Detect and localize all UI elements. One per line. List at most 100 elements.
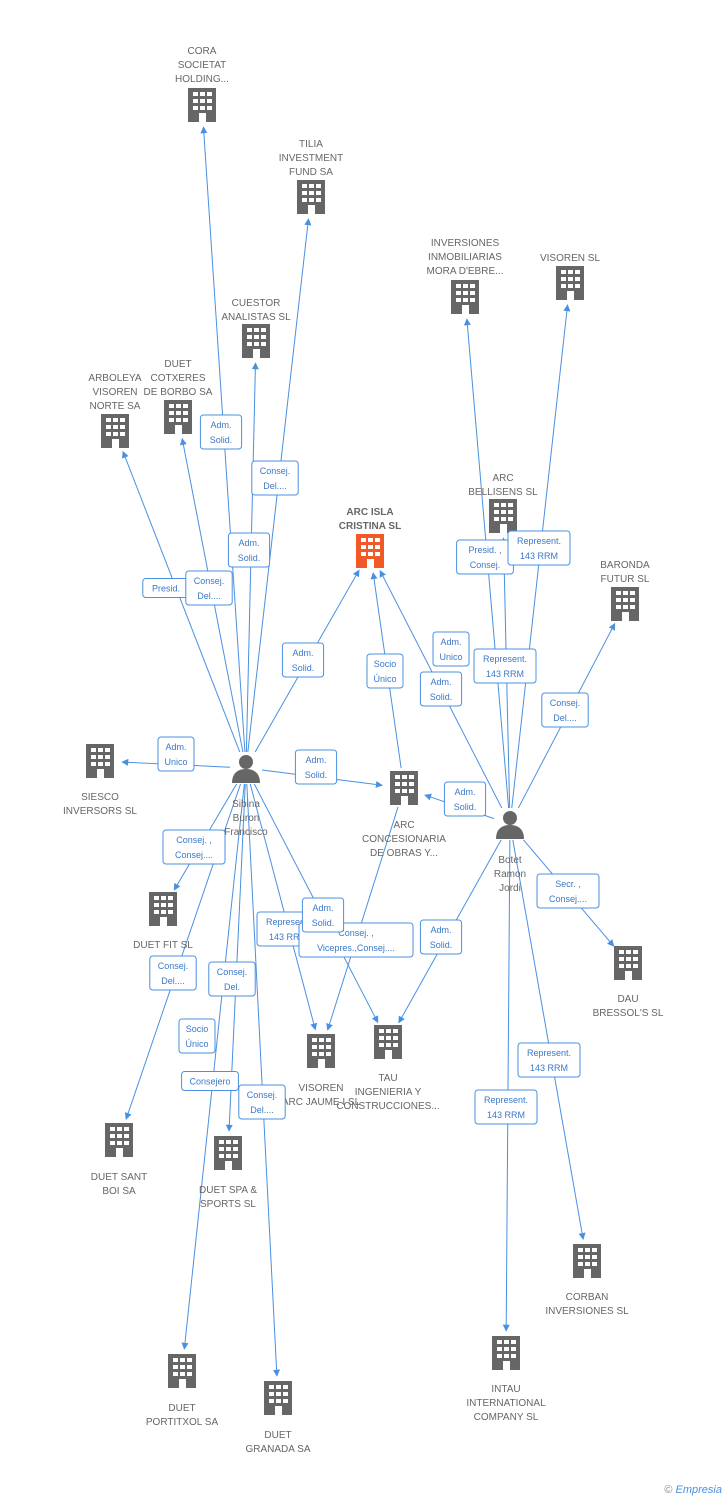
relation-text: Del.... — [553, 713, 577, 723]
company-node-visoren-sl[interactable]: VISOREN SL — [540, 253, 600, 300]
relation-text: Adm. — [210, 420, 231, 430]
relation-text: Socio — [374, 659, 397, 669]
relation-text: Solid. — [238, 553, 261, 563]
relation-label-r22[interactable]: Adm.Solid. — [301, 897, 345, 933]
relation-label-r6[interactable]: Adm.Solid. — [281, 642, 325, 678]
relation-label-r13[interactable]: Represent.143 RRM — [473, 648, 537, 684]
node-label-line: DAU — [617, 994, 638, 1005]
node-label-line: CORA — [188, 46, 217, 57]
relation-label-r17[interactable]: Consej. ,Consej.... — [162, 829, 226, 865]
node-label-line: BELLISENS SL — [468, 487, 538, 498]
node-label-line: SIESCO — [81, 792, 119, 803]
company-node-duet-spa[interactable]: DUET SPA &SPORTS SL — [199, 1136, 257, 1210]
relation-label-r26[interactable]: Consejero — [181, 1071, 239, 1091]
building-icon — [149, 892, 177, 926]
relation-label-r27[interactable]: Consej.Del.... — [238, 1084, 286, 1120]
relation-label-r4[interactable]: Presid. — [142, 578, 190, 598]
relation-label-r24[interactable]: Consej.Del. — [208, 961, 256, 997]
company-node-cora[interactable]: CORASOCIETATHOLDING... — [175, 46, 229, 122]
relation-label-r2[interactable]: Consej.Del.... — [251, 460, 299, 496]
relation-box — [419, 671, 463, 707]
node-label-line: DE BORBO SA — [144, 387, 213, 398]
relation-text: Adm. — [454, 787, 475, 797]
edge-sibina-to-visoren-arc-jaume — [249, 783, 318, 1031]
edge-botet-to-intau — [502, 839, 511, 1332]
relation-box — [301, 897, 345, 933]
node-label-line: DUET — [168, 1403, 195, 1414]
building-icon — [86, 744, 114, 778]
relation-box — [507, 530, 571, 566]
relation-text: Único — [185, 1039, 208, 1049]
node-label-line: ARC JAUME I SL — [282, 1097, 361, 1108]
relation-label-r12[interactable]: Adm.Unico — [432, 631, 470, 667]
relation-label-r14[interactable]: Adm.Solid. — [419, 671, 463, 707]
relation-label-r28[interactable]: Represent.143 RRM — [517, 1042, 581, 1078]
relation-text: Vicepres.,Consej.... — [317, 943, 395, 953]
relation-box — [294, 749, 338, 785]
relation-label-r16[interactable]: Adm.Solid. — [443, 781, 487, 817]
node-label-line: NORTE SA — [90, 401, 141, 412]
relation-text: Consej. — [260, 466, 291, 476]
company-node-siesco[interactable]: SIESCO INVERSORS SL — [63, 744, 137, 817]
relation-label-r11[interactable]: Represent.143 RRM — [507, 530, 571, 566]
relation-text: Socio — [186, 1024, 209, 1034]
building-icon — [297, 180, 325, 214]
relation-label-r1[interactable]: Adm. Solid. — [199, 414, 243, 450]
relation-text: Presid. , — [468, 545, 501, 555]
relation-text: Represent. — [517, 536, 561, 546]
relation-label-r15[interactable]: Consej.Del.... — [541, 692, 589, 728]
relation-label-r7[interactable]: Adm.Unico — [157, 736, 195, 772]
relation-box — [199, 414, 243, 450]
node-label-line: INVERSIONES SL — [545, 1306, 629, 1317]
relation-text: Del.... — [197, 591, 221, 601]
node-label-line: INMOBILIARIAS — [428, 252, 502, 263]
node-label-line: INVERSORS SL — [63, 806, 137, 817]
relation-label-r19[interactable]: Adm.Solid. — [419, 919, 463, 955]
building-icon — [556, 266, 584, 300]
relation-text: Consej.... — [175, 850, 213, 860]
relation-box — [208, 961, 256, 997]
node-label-line: DUET SANT — [91, 1172, 148, 1183]
relation-text: Solid. — [210, 435, 233, 445]
relation-text: Adm. — [238, 538, 259, 548]
relation-label-r3[interactable]: Adm. Solid. — [227, 532, 271, 568]
relation-box — [181, 1071, 239, 1091]
node-label-line: TILIA — [299, 139, 323, 150]
node-label-line: COTXERES — [150, 373, 205, 384]
building-icon — [573, 1244, 601, 1278]
footer-brand[interactable]: © Empresia — [664, 1484, 722, 1496]
relation-label-r10[interactable]: Presid. ,Consej. — [456, 539, 514, 575]
relation-box — [473, 648, 537, 684]
relation-label-r23[interactable]: Consej.Del.... — [149, 955, 197, 991]
node-label-line: INTAU — [491, 1384, 520, 1395]
node-label-line: ARBOLEYA — [88, 373, 141, 384]
relation-label-r5[interactable]: Consej.Del.... — [185, 570, 233, 606]
company-node-duet-fit[interactable]: DUET FIT SL — [133, 892, 193, 951]
node-label-line: Botet — [498, 855, 522, 866]
relation-label-r18[interactable]: Secr. ,Consej.... — [536, 873, 600, 909]
relation-label-r8[interactable]: Adm.Solid. — [294, 749, 338, 785]
relation-text: Unico — [164, 757, 187, 767]
relation-label-r29[interactable]: Represent.143 RRM — [474, 1089, 538, 1125]
